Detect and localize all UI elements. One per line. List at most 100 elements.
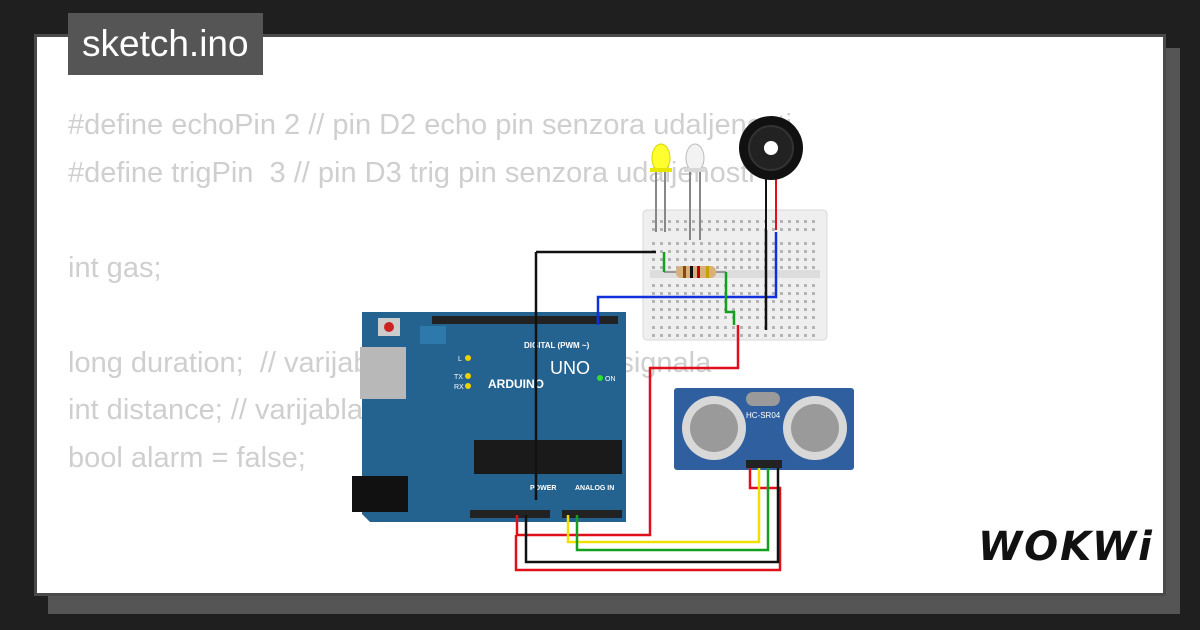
buzzer[interactable]: [739, 116, 803, 230]
breadboard-hole: [748, 326, 751, 329]
breadboard-hole: [716, 300, 719, 303]
breadboard-hole: [700, 228, 703, 231]
breadboard-hole: [772, 300, 775, 303]
breadboard-hole: [804, 242, 807, 245]
breadboard-hole: [796, 334, 799, 337]
file-name-tab[interactable]: sketch.ino: [68, 13, 263, 75]
wire-black: [524, 468, 780, 564]
breadboard-hole: [700, 326, 703, 329]
wire-red: [515, 325, 740, 537]
breadboard-hole: [660, 284, 663, 287]
usb-port: [360, 347, 406, 399]
breadboard-hole: [724, 242, 727, 245]
breadboard-hole: [676, 334, 679, 337]
breadboard-hole: [716, 250, 719, 253]
breadboard-hole: [692, 292, 695, 295]
breadboard-hole: [756, 220, 759, 223]
breadboard-hole: [788, 228, 791, 231]
breadboard-hole: [692, 242, 695, 245]
breadboard-hole: [732, 300, 735, 303]
breadboard-hole: [756, 292, 759, 295]
breadboard-hole: [788, 250, 791, 253]
breadboard-hole: [804, 284, 807, 287]
resistor[interactable]: [664, 266, 726, 278]
breadboard-hole: [676, 292, 679, 295]
breadboard-hole: [812, 258, 815, 261]
breadboard-hole: [756, 250, 759, 253]
breadboard-hole: [812, 228, 815, 231]
yellow-led[interactable]: [650, 143, 672, 232]
breadboard-hole: [708, 258, 711, 261]
breadboard-hole: [796, 316, 799, 319]
breadboard-hole: [772, 242, 775, 245]
breadboard-hole: [708, 284, 711, 287]
breadboard-hole: [724, 250, 727, 253]
breadboard-hole: [660, 316, 663, 319]
breadboard-hole: [700, 334, 703, 337]
breadboard-hole: [772, 284, 775, 287]
breadboard-hole: [700, 316, 703, 319]
breadboard-hole: [748, 242, 751, 245]
breadboard-hole: [652, 266, 655, 269]
breadboard-hole: [796, 284, 799, 287]
code-preview: #define echoPin 2 // pin D2 echo pin sen…: [68, 102, 792, 482]
breadboard-hole: [812, 220, 815, 223]
breadboard-hole: [668, 258, 671, 261]
breadboard-hole: [788, 292, 791, 295]
breadboard-hole: [660, 266, 663, 269]
code-line: int gas;: [68, 251, 162, 284]
ultrasonic-sensor[interactable]: HC-SR04: [674, 388, 854, 470]
atmega-chip: [474, 440, 622, 474]
breadboard-hole: [692, 300, 695, 303]
breadboard-hole: [668, 300, 671, 303]
breadboard-hole: [700, 258, 703, 261]
breadboard-hole: [716, 308, 719, 311]
breadboard-hole: [748, 228, 751, 231]
breadboard-hole: [716, 284, 719, 287]
breadboard-hole: [780, 292, 783, 295]
breadboard-hole: [788, 326, 791, 329]
wire-green: [575, 468, 770, 552]
breadboard-hole: [756, 316, 759, 319]
breadboard-hole: [740, 250, 743, 253]
breadboard-hole: [652, 292, 655, 295]
breadboard-hole: [740, 258, 743, 261]
breadboard-hole: [660, 292, 663, 295]
breadboard-hole: [812, 266, 815, 269]
breadboard-hole: [652, 258, 655, 261]
breadboard-hole: [700, 308, 703, 311]
breadboard-hole: [732, 228, 735, 231]
breadboard-hole: [652, 300, 655, 303]
breadboard-hole: [812, 334, 815, 337]
breadboard-hole: [652, 284, 655, 287]
breadboard-hole: [740, 316, 743, 319]
breadboard-hole: [724, 220, 727, 223]
breadboard-hole: [708, 300, 711, 303]
l-label: L: [458, 356, 462, 363]
breadboard-hole: [652, 316, 655, 319]
breadboard-hole: [796, 308, 799, 311]
breadboard-hole: [756, 258, 759, 261]
breadboard-hole: [804, 334, 807, 337]
white-led[interactable]: [684, 143, 706, 240]
breadboard-hole: [668, 316, 671, 319]
breadboard-hole: [780, 316, 783, 319]
breadboard-hole: [668, 220, 671, 223]
breadboard-hole: [748, 250, 751, 253]
breadboard-hole: [772, 326, 775, 329]
arduino-uno-board[interactable]: DIGITAL (PWM ~) ARDUINO UNO ON L TX RX P…: [352, 312, 626, 522]
breadboard-hole: [756, 284, 759, 287]
wire-blue: [596, 232, 778, 325]
analog-label: ANALOG IN: [575, 485, 614, 492]
breadboard-hole: [740, 334, 743, 337]
breadboard-hole: [780, 242, 783, 245]
breadboard-hole: [708, 326, 711, 329]
breadboard-hole: [668, 242, 671, 245]
breadboard-hole: [796, 300, 799, 303]
breadboard-hole: [804, 250, 807, 253]
breadboard-hole: [716, 242, 719, 245]
rx-label: RX: [454, 384, 464, 391]
arduino-brand: ARDUINO: [488, 377, 544, 391]
breadboard-hole: [708, 220, 711, 223]
